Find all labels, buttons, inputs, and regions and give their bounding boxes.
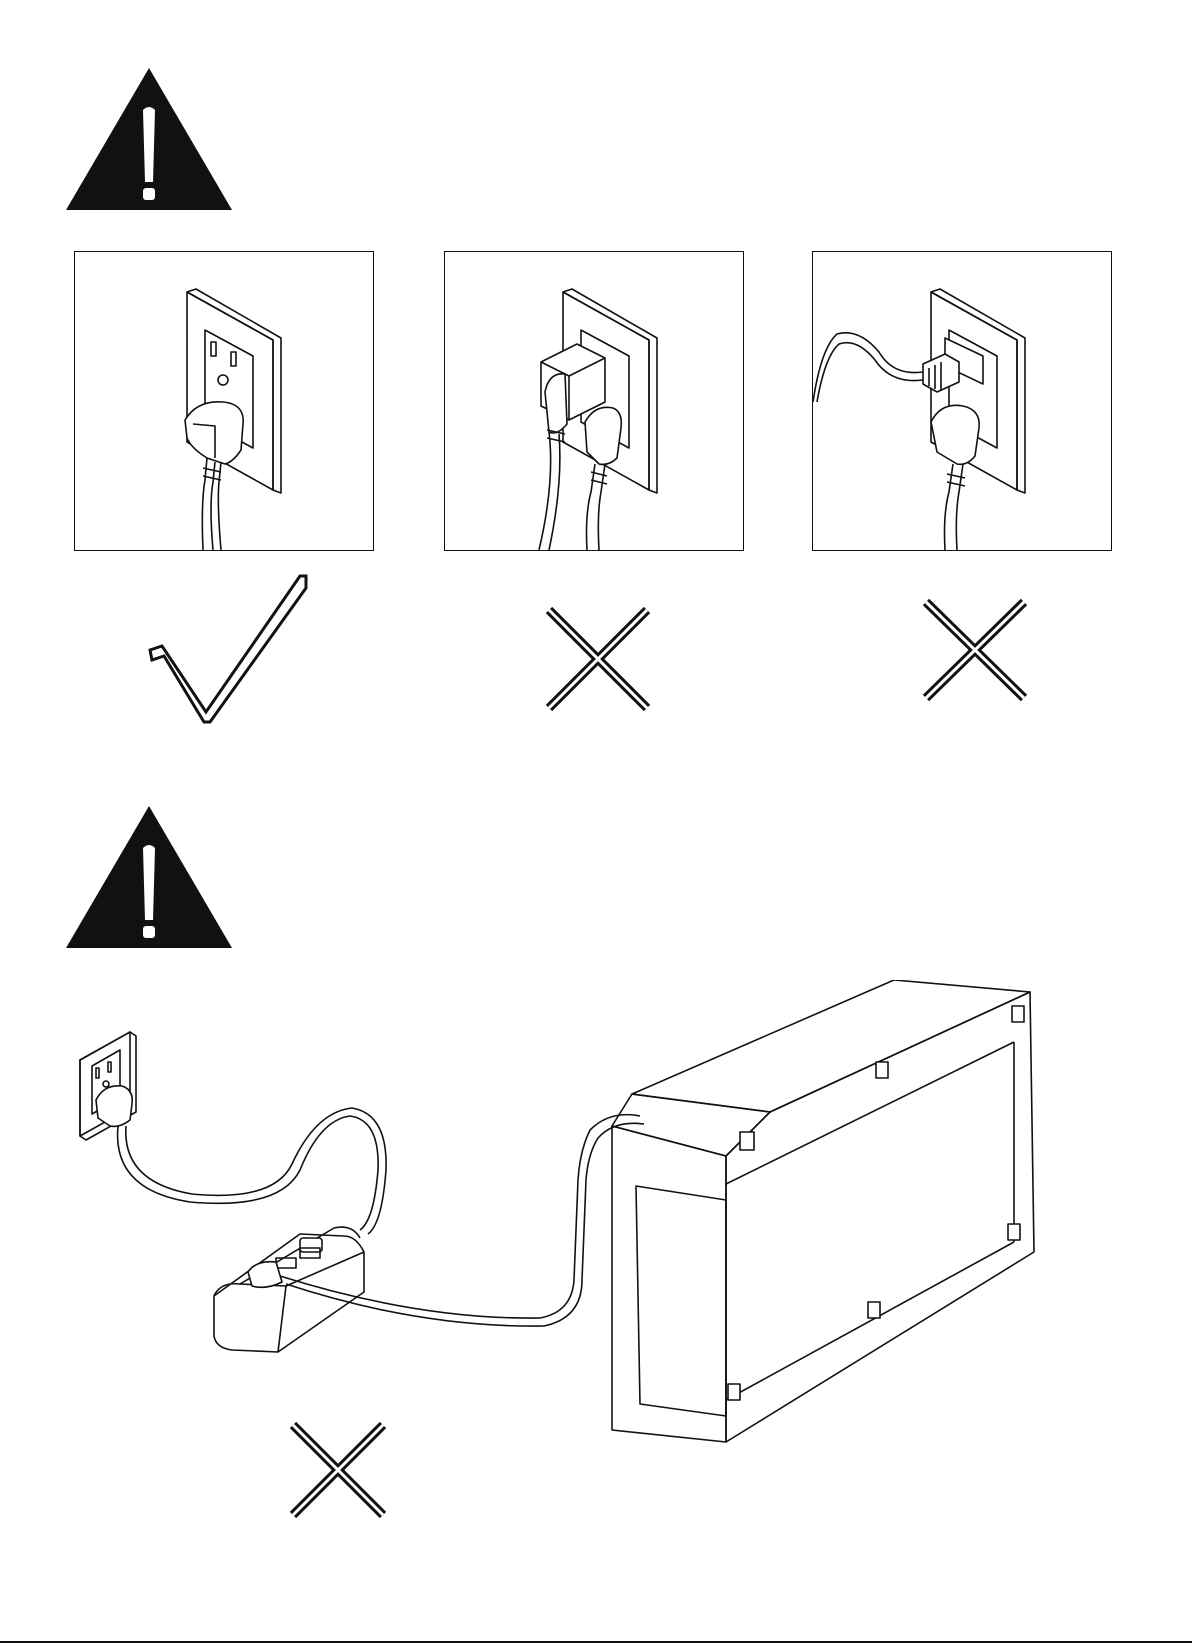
stacked-plugs-illustration bbox=[445, 252, 743, 550]
panel-incorrect-adapter bbox=[812, 251, 1112, 551]
page-bottom-rule bbox=[0, 1641, 1192, 1643]
cross-mark-icon bbox=[288, 1420, 388, 1520]
warning-triangle-icon bbox=[66, 806, 232, 949]
fireplace-insert bbox=[612, 980, 1034, 1442]
single-plug-illustration bbox=[75, 252, 373, 550]
cross-mark-icon bbox=[543, 606, 653, 712]
cross-mark-icon bbox=[920, 598, 1030, 702]
panel-incorrect-stacked-plugs bbox=[444, 251, 744, 551]
warning-triangle-icon bbox=[66, 68, 232, 211]
adapter-plug-illustration bbox=[813, 252, 1111, 550]
power-strip bbox=[214, 1227, 364, 1352]
panel-correct-single-plug bbox=[74, 251, 374, 551]
check-mark-icon bbox=[148, 574, 308, 724]
power-strip-fireplace-illustration bbox=[0, 980, 1192, 1540]
wall-outlet bbox=[80, 1032, 136, 1140]
